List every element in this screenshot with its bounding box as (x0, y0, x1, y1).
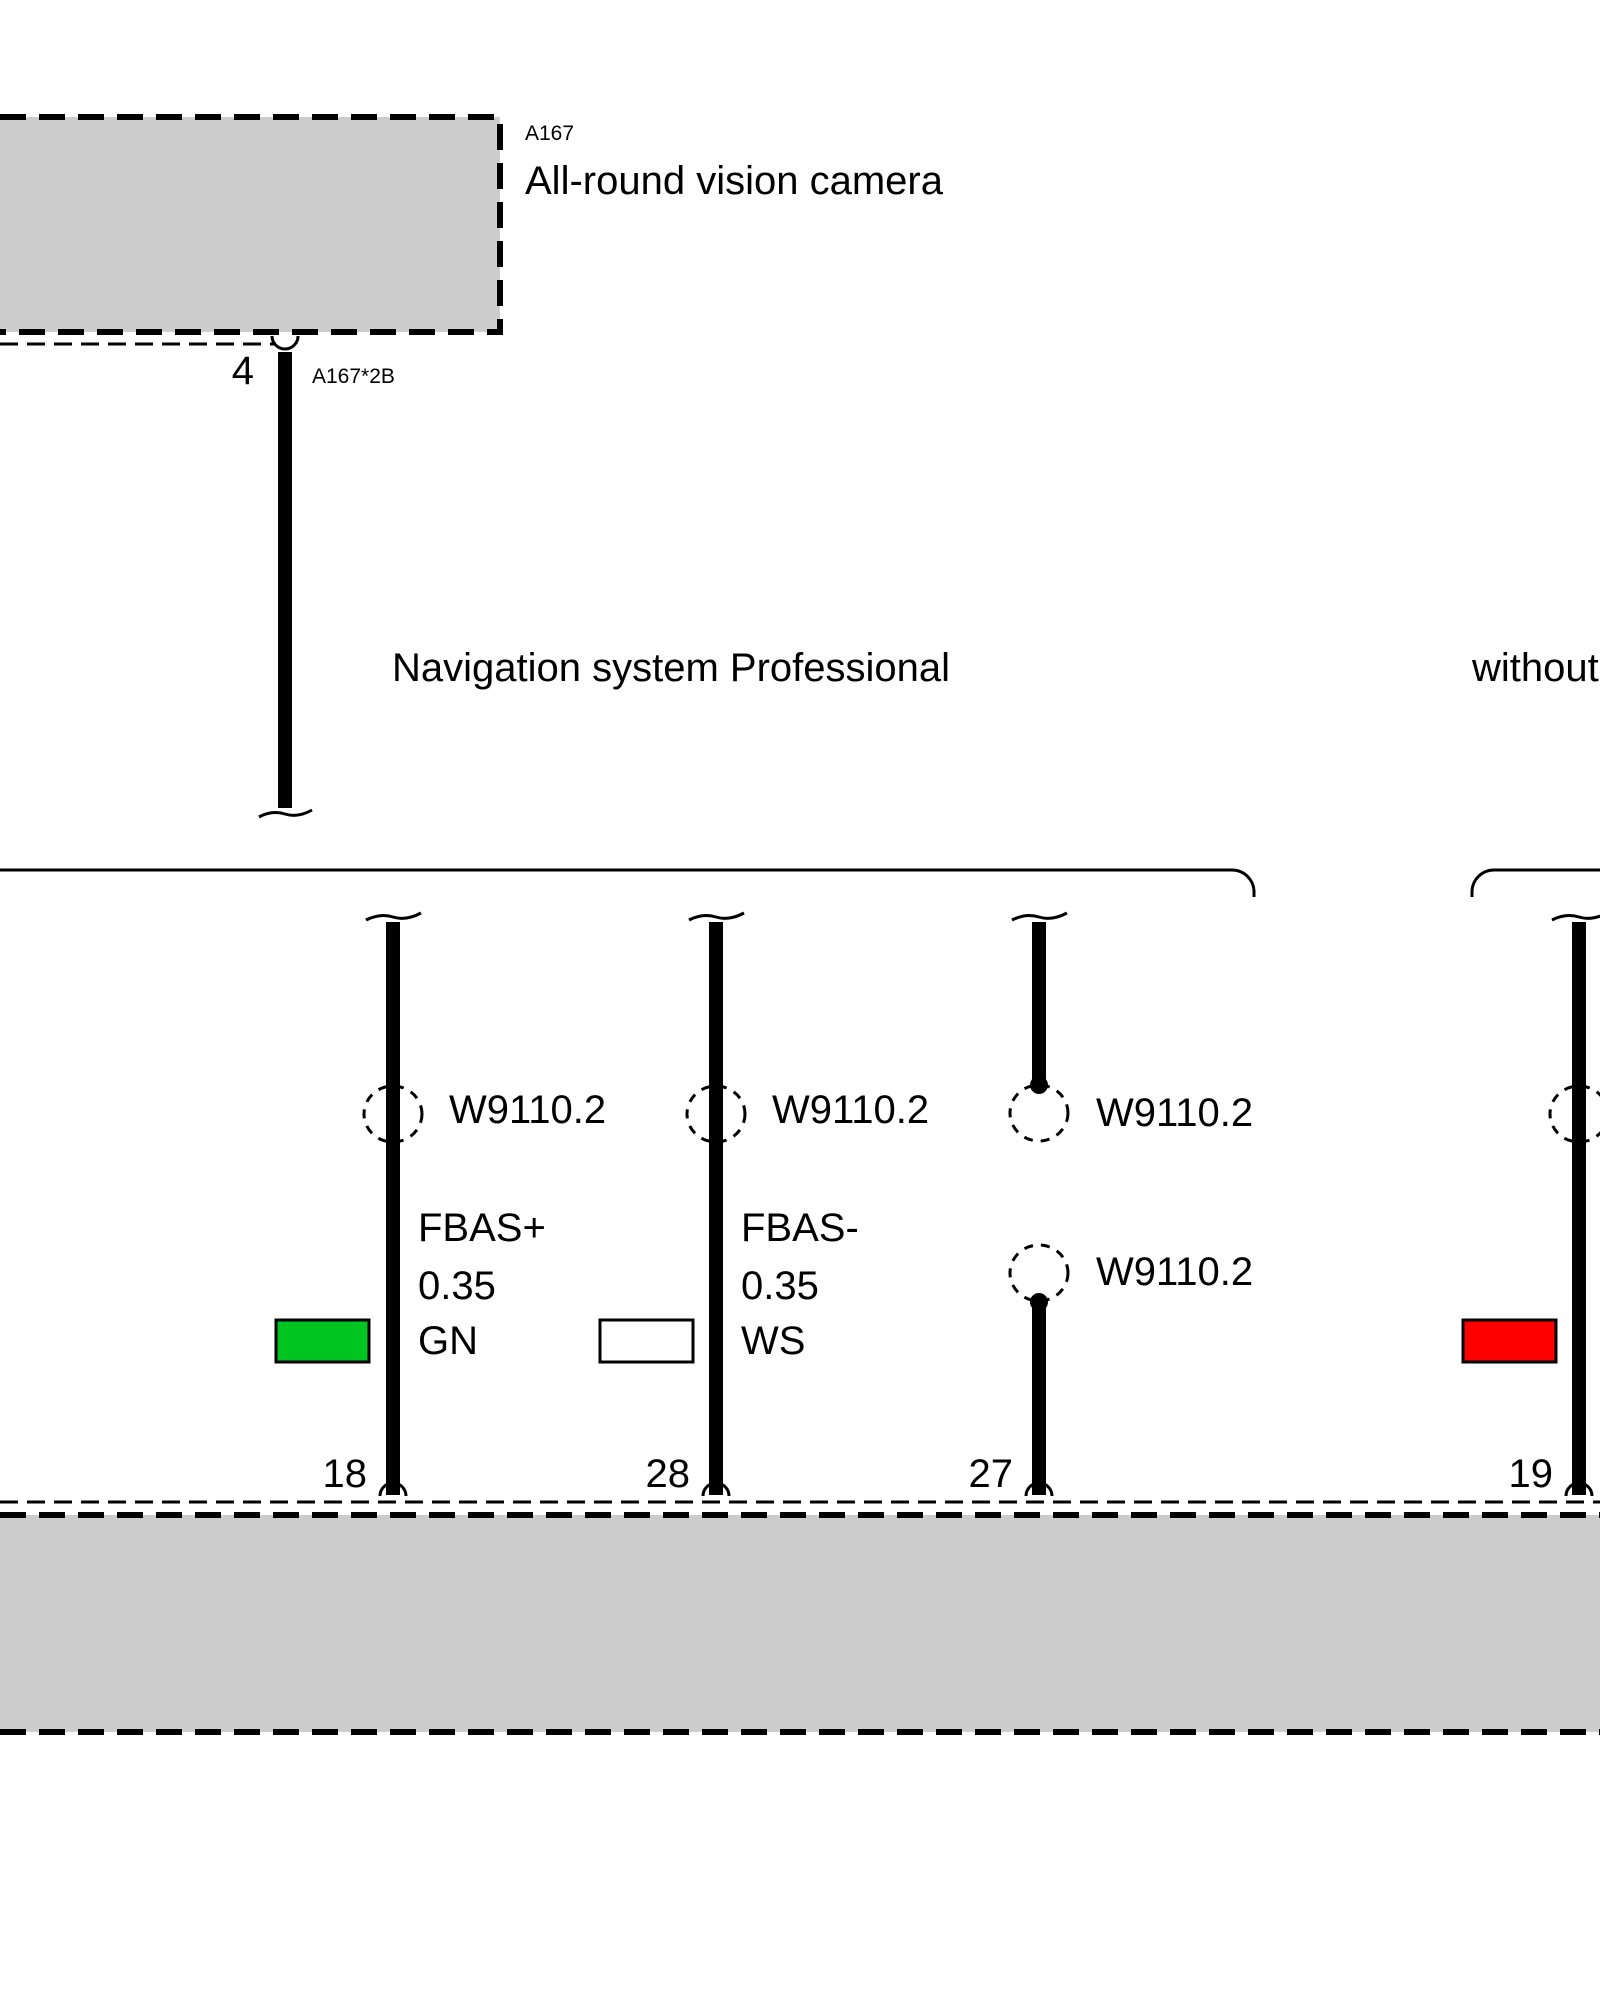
wire-color-code-28: WS (741, 1319, 805, 1363)
camera-pin-number: 4 (232, 349, 254, 393)
wire-color-swatch (274, 1318, 371, 1364)
splice-label-27-bottom: W9110.2 (1096, 1250, 1253, 1294)
camera-ref-label: A167 (525, 122, 574, 145)
camera-wire-break (258, 808, 313, 819)
wire-color-code-18: GN (418, 1319, 478, 1363)
pin-number-27: 27 (969, 1452, 1014, 1496)
pin-number-28: 28 (646, 1452, 691, 1496)
splice-label-27-top: W9110.2 (1096, 1091, 1253, 1135)
variant-bracket-left (0, 868, 1256, 897)
wire-pin-27 (1008, 911, 1070, 1497)
splice-label-28: W9110.2 (772, 1088, 929, 1132)
wire-pin-28 (598, 911, 747, 1497)
signal-label-18: FBAS+ (418, 1206, 546, 1250)
variant-label-right: without (1471, 646, 1599, 690)
splice-indicator (362, 1084, 424, 1144)
splice-indicator (1548, 1084, 1600, 1144)
control-unit-module (0, 1500, 1600, 1735)
pin-number-18: 18 (323, 1452, 368, 1496)
wire-size-28: 0.35 (741, 1264, 819, 1308)
wire-pin-18 (274, 911, 424, 1497)
pin-number-19: 19 (1509, 1452, 1554, 1496)
wire-color-swatch (1461, 1318, 1558, 1364)
camera-connector-label: A167*2B (312, 365, 395, 388)
splice-indicator (685, 1084, 747, 1144)
wire-size-18: 0.35 (418, 1264, 496, 1308)
camera-connector-pin (270, 335, 300, 351)
variant-bracket-right (1470, 868, 1600, 897)
variant-label-left: Navigation system Professional (392, 646, 950, 690)
camera-name-label: All-round vision camera (525, 159, 944, 203)
signal-label-28: FBAS- (741, 1206, 859, 1250)
splice-label-18: W9110.2 (449, 1088, 606, 1132)
wire-pin-19 (1461, 914, 1600, 1497)
splice-indicator-bottom (1008, 1243, 1070, 1303)
camera-module (0, 114, 503, 346)
wire-color-swatch (598, 1318, 695, 1364)
splice-indicator-top (1008, 1083, 1070, 1143)
